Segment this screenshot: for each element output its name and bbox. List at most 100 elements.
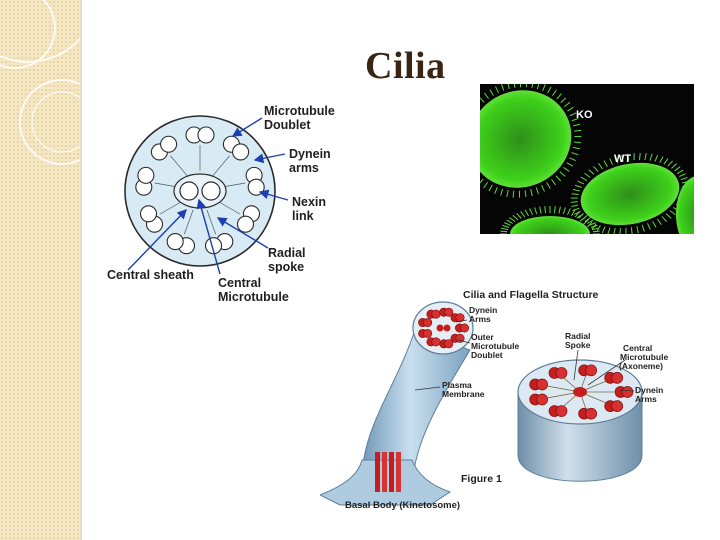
cilium-strand — [569, 157, 577, 161]
cilium-strand — [589, 222, 596, 226]
cilium-strand — [563, 166, 570, 172]
cilium-strand — [553, 206, 556, 214]
cilium-strand — [586, 219, 594, 224]
label-radial-spoke-right: Radial Spoke — [565, 331, 593, 350]
cilium-strand — [592, 230, 600, 233]
cilium-strand — [542, 84, 546, 91]
cilium-strand — [663, 158, 669, 165]
cilium-strand — [630, 227, 633, 234]
doublet-red — [455, 313, 465, 323]
cilium-strand — [541, 185, 545, 192]
cilium-strand — [569, 112, 577, 117]
cilium-strand — [621, 154, 624, 162]
cilium-strand — [530, 188, 533, 196]
doublet-tubule-b — [139, 205, 158, 223]
cilium-strand — [516, 212, 522, 219]
cilium-strand — [509, 217, 516, 223]
radial-spoke-line — [206, 209, 217, 235]
cilium-strand — [531, 84, 534, 89]
cilium-strand — [581, 214, 588, 221]
cilium-strand — [676, 169, 684, 174]
cilium-strand — [567, 107, 574, 112]
microtubule-doublets — [135, 126, 265, 255]
label-central-microtubule: Central Microtubule — [218, 276, 289, 304]
basal-body — [375, 452, 401, 492]
fluorescence-micrograph: KO WT — [480, 84, 694, 234]
cilium-strand — [649, 153, 653, 161]
cilium-strand — [566, 162, 574, 167]
cilium-strand — [502, 224, 510, 228]
radial-spoke-line — [183, 209, 194, 235]
doublet-red — [431, 337, 441, 347]
cilium-strand — [619, 228, 622, 234]
cylinder-doublet-red — [611, 400, 624, 412]
cilium-strand — [512, 190, 515, 198]
cilium-strand — [603, 160, 608, 167]
cilium-strand — [654, 154, 659, 162]
ko-cell — [480, 90, 572, 188]
cilium-strand — [667, 160, 673, 167]
figure-heading: Cilia and Flagella Structure — [463, 289, 599, 301]
cylinder-doublet-red — [611, 372, 624, 384]
cilium-strand — [572, 146, 580, 150]
doublet-tubule-b — [232, 143, 250, 161]
doublet-red — [423, 318, 433, 328]
cilium-strand — [571, 204, 579, 207]
sidebar-divider — [80, 0, 82, 540]
cilium-strand — [495, 86, 499, 93]
cilium-strand — [582, 219, 589, 225]
label-dynein-arms-right: Dynein Arms — [635, 385, 666, 404]
cilium-strand — [506, 219, 514, 224]
cilium-strand — [574, 129, 582, 132]
cilium-strand — [679, 173, 686, 177]
label-radial-spoke: Radial spoke — [268, 246, 306, 274]
cilium-strand — [534, 207, 538, 215]
cilium-strand — [500, 188, 504, 196]
micrograph-cells — [480, 84, 694, 234]
cilium-strand — [551, 89, 557, 97]
cilium-strand — [535, 187, 539, 195]
cilium-strand — [520, 211, 526, 218]
cilium-strand — [551, 179, 557, 186]
cilium-strand — [529, 208, 533, 216]
cylinder-doublet-red — [555, 367, 568, 379]
cilium-strand — [483, 181, 489, 189]
cilia-flagella-structure-figure: Cilia and Flagella Structure Dynein Arms… — [320, 289, 668, 511]
cilium-strand — [558, 206, 561, 214]
cilium-strand — [494, 187, 498, 194]
cilium-strand — [680, 177, 688, 181]
cilium-strand — [571, 209, 576, 217]
doublet-red — [460, 323, 470, 333]
cilium-strand — [504, 222, 511, 226]
label-outer-doublet: Outer Microtubule Doublet — [471, 332, 522, 360]
cilium-strand — [513, 84, 516, 88]
cilium-strand — [501, 84, 505, 91]
central-pair-red — [436, 324, 444, 332]
cilium-strand — [574, 211, 580, 218]
cilium-strand — [506, 189, 509, 198]
cilium-strand — [644, 153, 647, 161]
cylinder-doublet-red — [536, 393, 549, 406]
cilium-strand — [578, 212, 584, 219]
label-wt: WT — [614, 153, 632, 165]
cilium-strand — [480, 178, 484, 184]
cilium-strand — [544, 206, 547, 214]
cilium-strand — [588, 169, 595, 175]
central-microtubule-left — [179, 181, 199, 201]
radial-spoke-line — [212, 155, 230, 176]
radial-spoke-line — [217, 200, 241, 215]
cilium-strand — [500, 227, 509, 231]
label-dynein-arms: Dynein arms — [289, 147, 331, 175]
label-plasma-membrane: Plasma Membrane — [442, 380, 485, 399]
cilium-strand — [593, 166, 599, 172]
cilium-strand — [480, 97, 485, 103]
cilium-strand — [613, 227, 616, 234]
cilium-strand — [563, 102, 571, 108]
cilium-strand — [627, 153, 630, 161]
tube-doublets — [418, 307, 470, 349]
cilium-strand — [656, 218, 662, 225]
cilium-strand — [525, 84, 528, 88]
label-figure-1: Figure 1 — [461, 473, 502, 485]
cilium-strand — [669, 210, 676, 216]
cilium-strand — [524, 190, 527, 198]
